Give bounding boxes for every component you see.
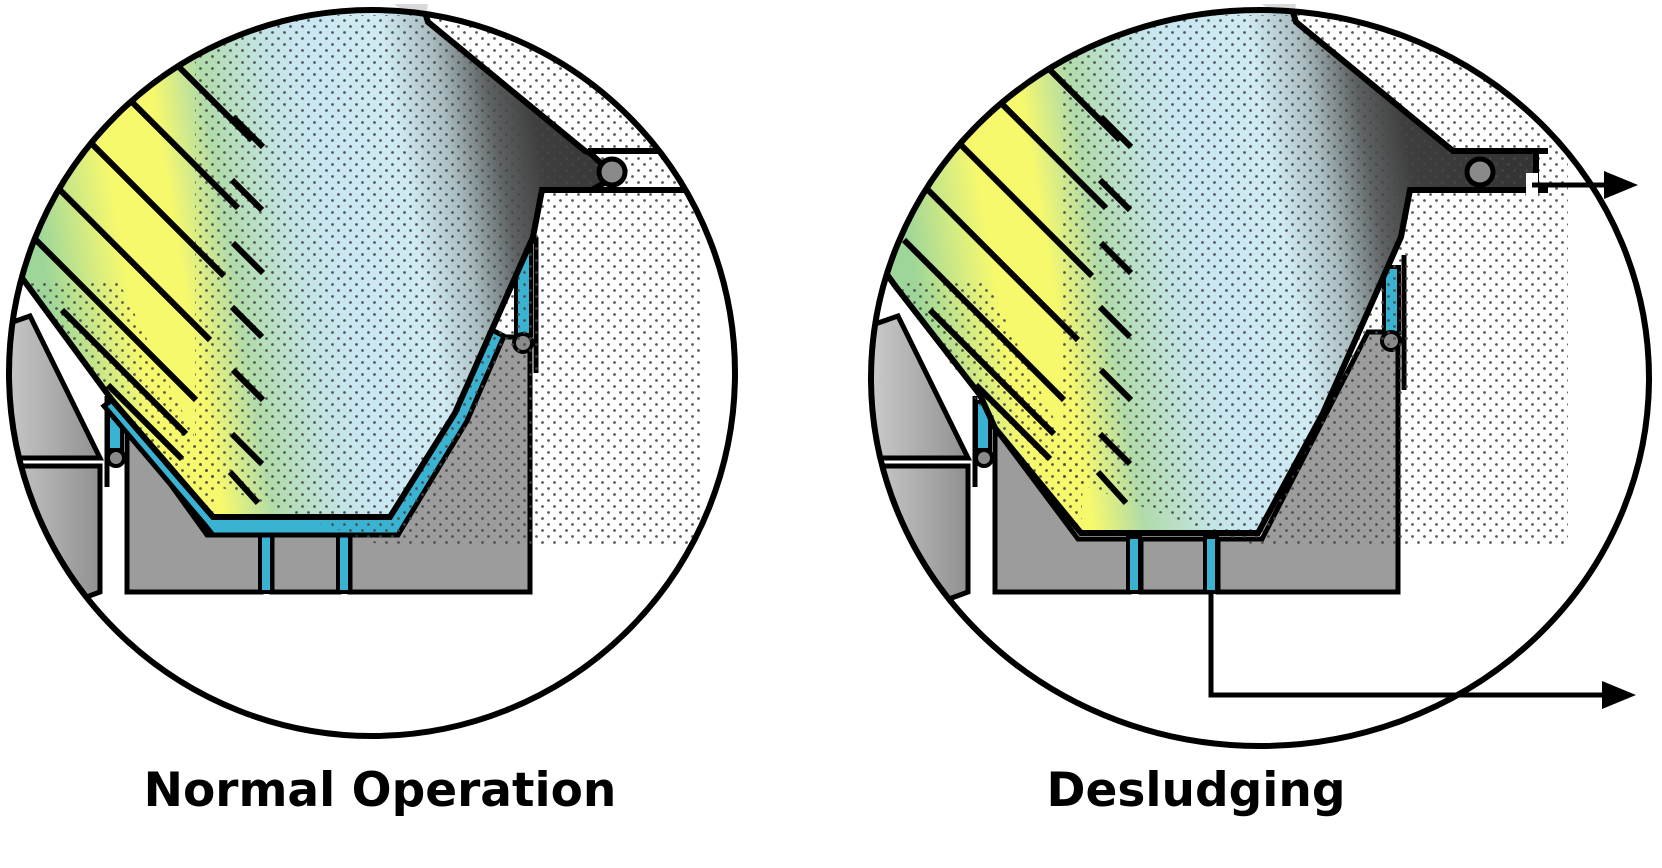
bottom-arrowhead-icon <box>1602 681 1636 709</box>
bowl-interior-outline <box>9 10 609 520</box>
bottom-discharge-arrow <box>1208 592 1636 709</box>
operating-water-duct-left <box>258 533 274 594</box>
frame-upper-piece <box>9 312 105 461</box>
stipple-overlay-main <box>1063 15 1568 545</box>
bowl-bottom-center <box>1138 536 1209 595</box>
bowl-interior-outline <box>875 10 1539 536</box>
panel-label-desludging: Desludging <box>1047 763 1346 818</box>
operating-water-duct-right <box>336 533 352 594</box>
outlet-valve-icon <box>1464 156 1496 188</box>
panel-normal-operation: Normal Operation <box>6 4 738 818</box>
bowl-bottom-center <box>269 532 342 595</box>
bowl-circle-outline <box>6 7 738 739</box>
disc-stack-edge-dashes <box>227 114 266 506</box>
operating-water-duct-right <box>1203 535 1219 594</box>
operating-water-duct-left <box>1126 535 1142 594</box>
left-valve-icon <box>106 448 126 468</box>
stipple-overlay-main <box>195 15 700 545</box>
panel-label-normal-operation: Normal Operation <box>144 763 617 818</box>
top-discharge-arrow <box>1532 171 1638 199</box>
outlet-valve-icon <box>596 156 628 188</box>
left-valve-icon <box>974 448 994 468</box>
bowl-circle-outline <box>868 7 1652 749</box>
top-arrowhead-icon <box>1604 171 1638 199</box>
panel-desludging: Desludging <box>868 4 1652 818</box>
disc-stack-edge-dashes <box>1095 114 1134 506</box>
